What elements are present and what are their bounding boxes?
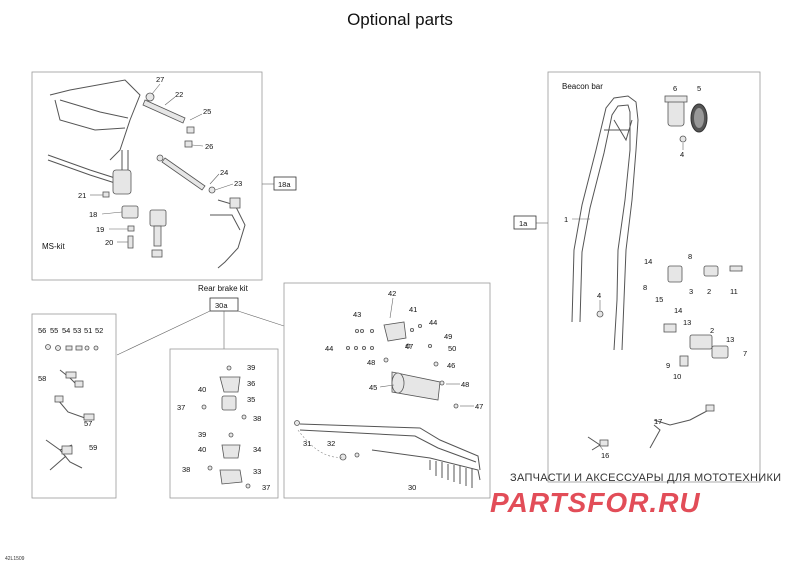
rear-brake-kit-ref: 30a [215, 301, 228, 310]
callout-14a: 14 [644, 257, 652, 266]
callout-1: 1 [564, 215, 568, 224]
brake-detail-drawing [294, 321, 481, 488]
callout-39b: 39 [198, 430, 206, 439]
callout-47b: 47 [475, 402, 483, 411]
brake-detail-panel [283, 282, 491, 499]
callout-44a: 44 [429, 318, 437, 327]
callout-7: 7 [743, 349, 747, 358]
callout-45: 45 [369, 383, 377, 392]
callout-40b: 40 [198, 445, 206, 454]
beacon-bar-callouts: 6 5 4 1 8 14 8 3 2 11 15 4 14 13 2 13 7 … [564, 84, 747, 460]
callout-17: 17 [654, 417, 662, 426]
watermark-tagline: ЗАПЧАСТИ И АКСЕССУАРЫ ДЛЯ МОТОТЕХНИКИ [510, 472, 781, 484]
callout-21: 21 [78, 191, 86, 200]
callout-10: 10 [673, 372, 681, 381]
page-title: Optional parts [347, 10, 453, 29]
callout-11: 11 [730, 287, 738, 296]
callout-13b: 13 [726, 335, 734, 344]
ms-kit-callouts: 27 22 25 26 24 23 21 18 19 20 [78, 75, 242, 247]
callout-18: 18 [89, 210, 97, 219]
callout-59: 59 [89, 443, 97, 452]
callout-38b: 38 [182, 465, 190, 474]
callout-5: 5 [697, 84, 701, 93]
figure-code: 42L1509 [5, 556, 25, 562]
harness-kit-callouts: 56 55 54 53 51 52 58 57 59 [38, 326, 103, 452]
callout-39a: 39 [247, 363, 255, 372]
rear-brake-kit-label: Rear brake kit [198, 284, 249, 293]
callout-2b: 2 [710, 326, 714, 335]
callout-27: 27 [156, 75, 164, 84]
callout-15: 15 [655, 295, 663, 304]
callout-20: 20 [105, 238, 113, 247]
callout-42: 42 [388, 289, 396, 298]
callout-30: 30 [408, 483, 416, 492]
callout-16: 16 [601, 451, 609, 460]
callout-4b: 4 [597, 291, 601, 300]
callout-47a: 47 [405, 342, 413, 351]
callout-25: 25 [203, 107, 211, 116]
callout-37a: 37 [177, 403, 185, 412]
ms-kit-ref-box [273, 176, 297, 191]
callout-32: 32 [327, 439, 335, 448]
callout-55: 55 [50, 326, 58, 335]
callout-8b: 8 [643, 283, 647, 292]
callout-53: 53 [73, 326, 81, 335]
beacon-bar-ref-box [513, 215, 537, 230]
callout-51: 51 [84, 326, 92, 335]
ms-kit-panel [31, 71, 263, 281]
callout-24: 24 [220, 168, 228, 177]
callout-19: 19 [96, 225, 104, 234]
callout-41: 41 [409, 305, 417, 314]
callout-26: 26 [205, 142, 213, 151]
callout-3: 3 [689, 287, 693, 296]
callout-34: 34 [253, 445, 261, 454]
callout-6: 6 [673, 84, 677, 93]
callout-33: 33 [253, 467, 261, 476]
callout-44b: 44 [325, 344, 333, 353]
callout-2a: 2 [707, 287, 711, 296]
callout-22: 22 [175, 90, 183, 99]
callout-23: 23 [234, 179, 242, 188]
callout-48b: 48 [461, 380, 469, 389]
rear-brake-parts-panel [169, 348, 279, 499]
callout-40a: 40 [198, 385, 206, 394]
rear-brake-kit-callouts: 39 36 40 35 37 38 39 40 34 38 33 37 [177, 363, 270, 492]
callout-57: 57 [84, 419, 92, 428]
ms-kit-label: MS-kit [42, 242, 65, 251]
callout-9: 9 [666, 361, 670, 370]
callout-13a: 13 [683, 318, 691, 327]
callout-38a: 38 [253, 414, 261, 423]
ms-kit-ref: 18a [278, 180, 291, 189]
callout-4a: 4 [680, 150, 684, 159]
callout-58: 58 [38, 374, 46, 383]
callout-36: 36 [247, 379, 255, 388]
callout-43: 43 [353, 310, 361, 319]
callout-37b: 37 [262, 483, 270, 492]
callout-50: 50 [448, 344, 456, 353]
callout-14b: 14 [674, 306, 682, 315]
callout-52: 52 [95, 326, 103, 335]
callout-49: 49 [444, 332, 452, 341]
harness-kit-drawing [45, 344, 99, 471]
callout-8a: 8 [688, 252, 692, 261]
beacon-bar-ref: 1a [519, 219, 528, 228]
beacon-bar-label: Beacon bar [562, 82, 603, 91]
callout-56: 56 [38, 326, 46, 335]
callout-48a: 48 [367, 358, 375, 367]
ms-kit-frame-drawing [47, 79, 246, 269]
beacon-bar-drawing [571, 95, 743, 451]
brake-detail-callouts: 42 43 41 44 44 47 49 50 48 46 45 48 47 3… [303, 289, 483, 492]
watermark-logo: PARTSFOR.RU [490, 487, 701, 518]
callout-54: 54 [62, 326, 70, 335]
callout-31: 31 [303, 439, 311, 448]
callout-35: 35 [247, 395, 255, 404]
harness-kit-panel [31, 313, 117, 499]
callout-46: 46 [447, 361, 455, 370]
beacon-bar-panel [547, 71, 761, 483]
rear-brake-parts-drawing [201, 365, 251, 489]
